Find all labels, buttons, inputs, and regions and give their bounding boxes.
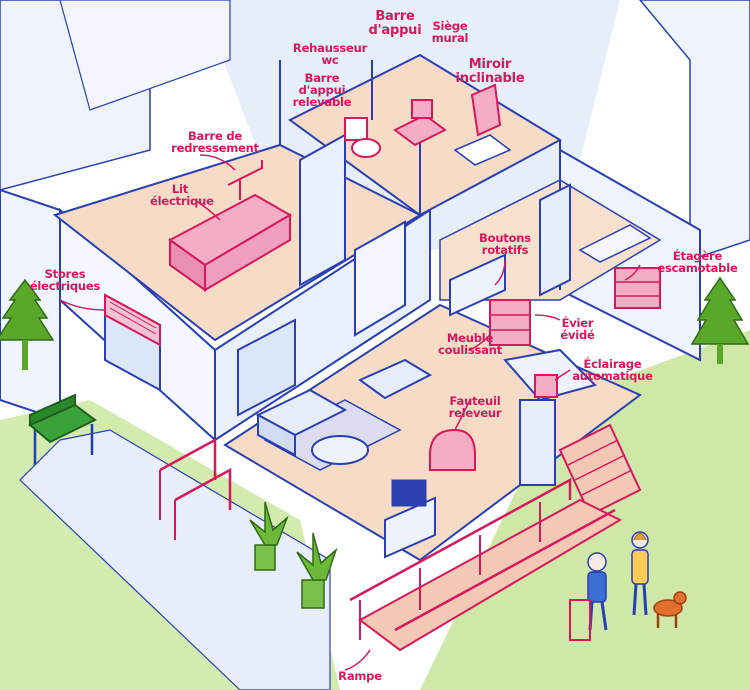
label-rehausseur-wc: Rehausseur wc (292, 41, 368, 67)
tilting-mirror (470, 83, 502, 137)
walker-person-icon (569, 552, 608, 641)
sliding-cabinet (489, 299, 531, 346)
leader-lines (59, 154, 641, 671)
kitchen-sink (578, 224, 652, 263)
stairlift-icon (503, 348, 597, 486)
coffee-table (311, 435, 369, 465)
sofa (255, 388, 348, 457)
wall-seat (411, 99, 433, 119)
window-front (237, 318, 296, 417)
woman-icon (631, 531, 649, 616)
label-etagere-escamotable: Étagère escamotable (657, 249, 738, 275)
sink (453, 134, 512, 166)
shower-tray (393, 113, 447, 147)
label-evier-evide: Évier évidé (560, 316, 595, 342)
plant-icon (249, 501, 289, 571)
shelf-icon (614, 267, 661, 309)
window-stores (104, 293, 161, 392)
ramp (349, 477, 623, 652)
label-meuble-coulissant: Meuble coulissant (438, 331, 502, 357)
bench-icon (28, 393, 97, 465)
label-miroir-inclinable: Miroir inclinable (455, 57, 525, 86)
tree-icon (0, 278, 55, 370)
cooktop (449, 253, 506, 317)
toilet-icon (344, 117, 381, 158)
bed-icon (168, 160, 292, 292)
label-boutons-rotatifs: Boutons rotatifs (479, 231, 531, 257)
label-barre-redressement: Barre de redressement (171, 129, 259, 155)
dog-icon (653, 591, 687, 628)
label-barre-appui: Barre d'appui (368, 9, 422, 38)
armchair-sofa (358, 358, 433, 400)
label-stores-electriques: Stores électriques (29, 267, 101, 293)
label-rampe: Rampe (338, 669, 382, 683)
fridge (539, 183, 571, 297)
label-barre-appui-relevable: Barre d'appui relevable (292, 71, 352, 109)
wardrobe (299, 133, 346, 287)
label-fauteuil-releveur: Fauteuil releveur (448, 394, 502, 420)
label-eclairage-automatique: Éclairage automatique (572, 357, 653, 383)
plant-icon (296, 532, 338, 609)
path (19, 429, 331, 690)
right-building (639, 0, 750, 262)
outdoor-stairs (558, 423, 642, 517)
entrance-railing (159, 437, 232, 540)
front-door (354, 220, 406, 337)
label-lit-electrique: Lit électrique (150, 182, 214, 208)
tree-icon (690, 276, 750, 364)
left-roof (59, 0, 231, 111)
recliner-icon (429, 428, 476, 471)
tv-icon (384, 479, 436, 559)
label-siege-mural: Siège mural (431, 19, 469, 45)
